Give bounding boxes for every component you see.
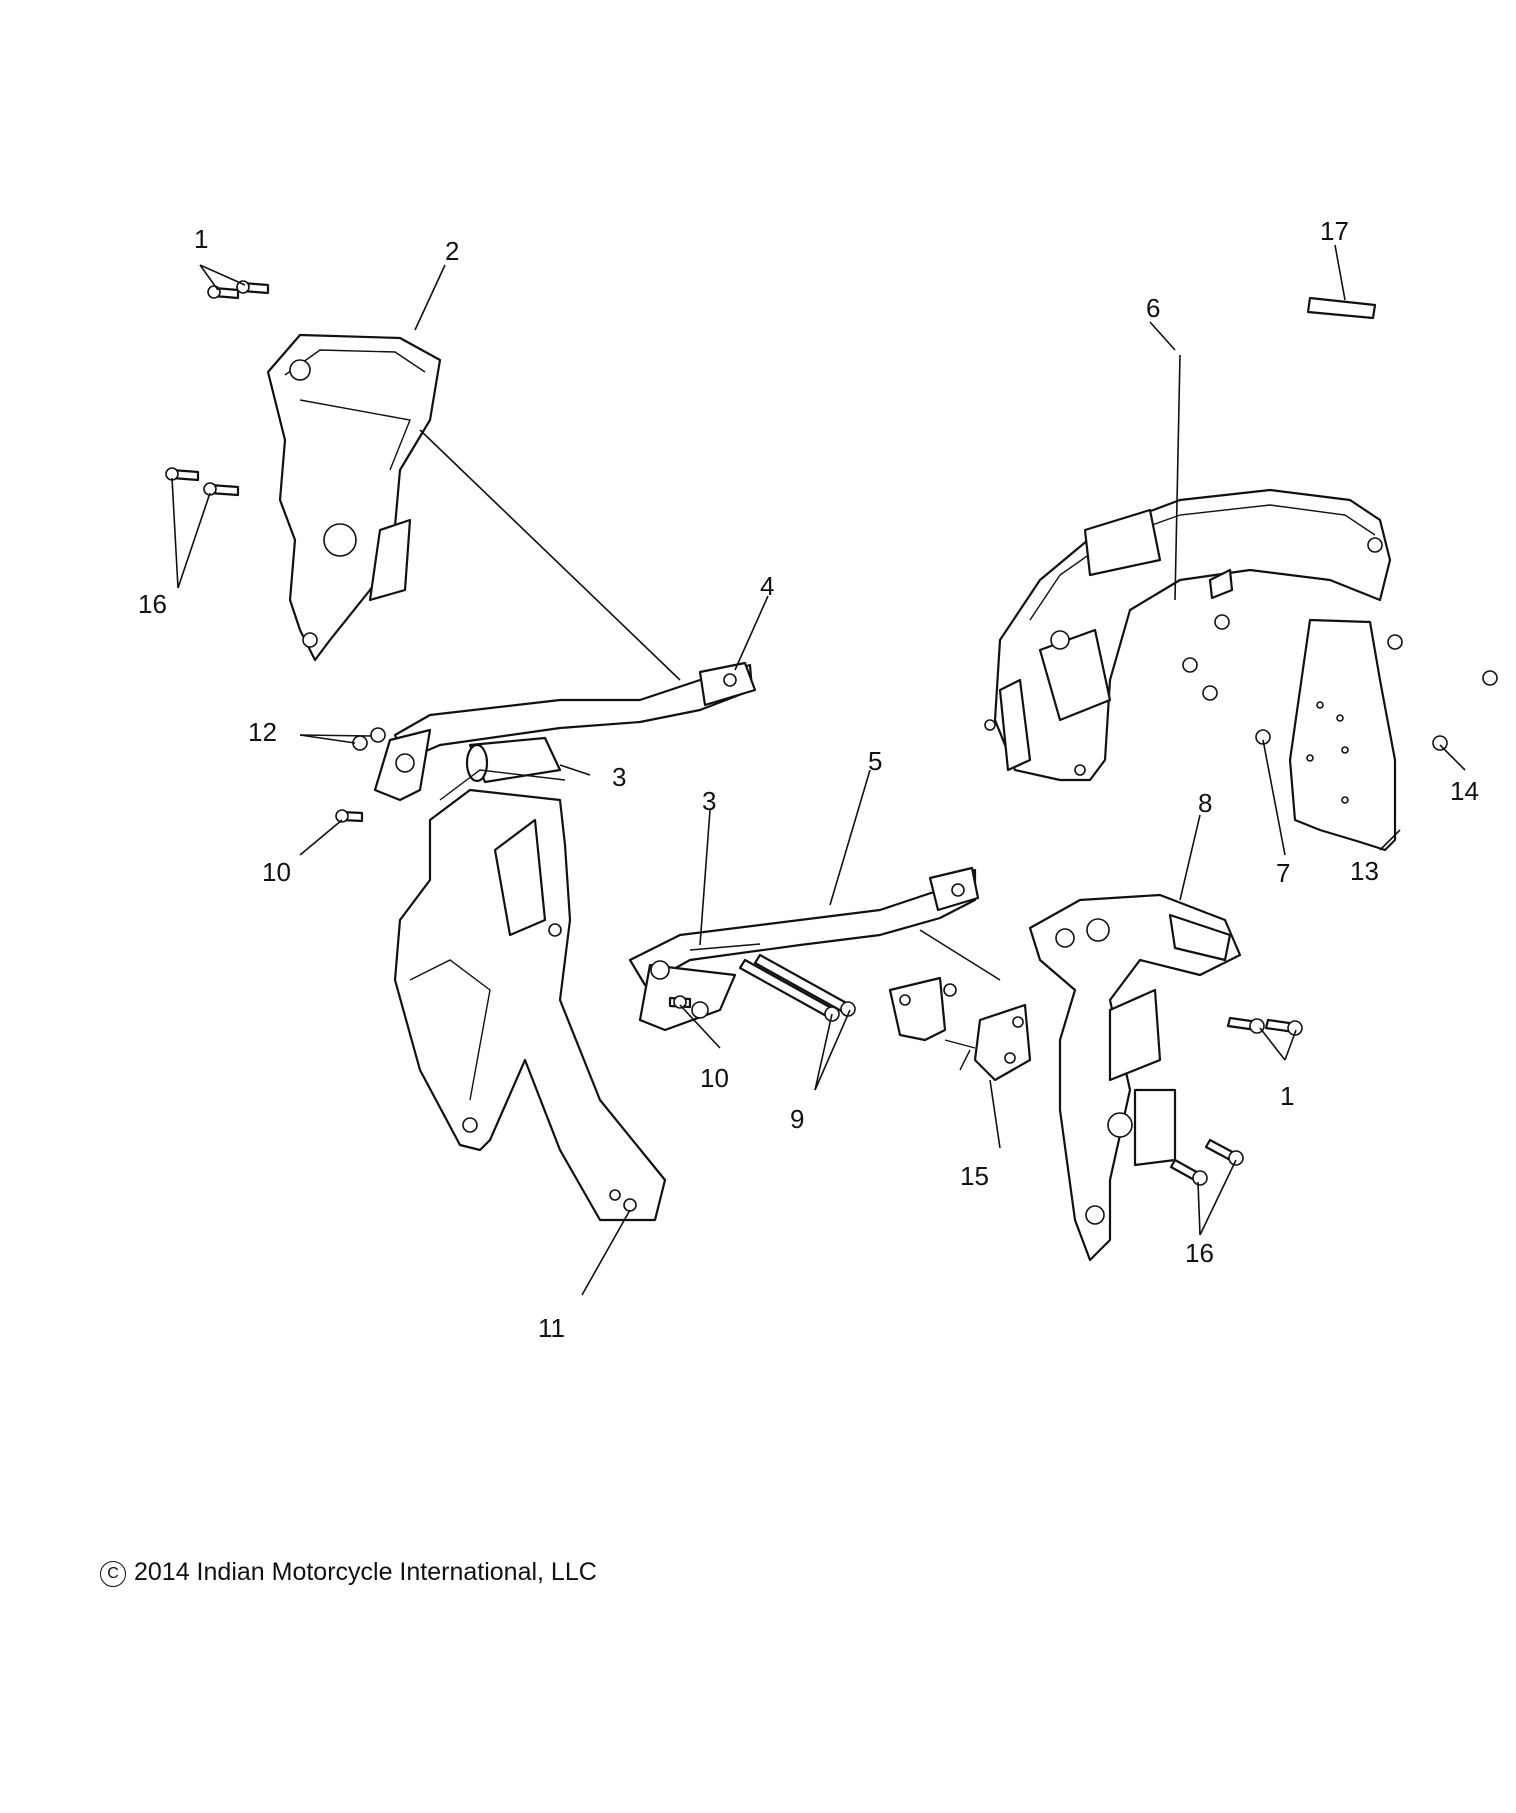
callout-5: 5 — [868, 746, 882, 776]
bolt-center-10 — [668, 995, 692, 1009]
rear-fender — [984, 488, 1392, 782]
lower-rail — [628, 866, 980, 1032]
small-pad — [1306, 296, 1377, 320]
callout-4: 4 — [760, 571, 774, 601]
copyright-symbol: C — [100, 1561, 126, 1587]
bolt-pair-top-left — [207, 280, 270, 300]
callout-labels: 1 2 16 4 12 3 10 5 3 6 17 8 7 14 13 1 10… — [138, 216, 1479, 1343]
callout-3-upper: 3 — [612, 762, 626, 792]
shield-bolts — [1387, 634, 1498, 751]
callout-8: 8 — [1198, 788, 1212, 818]
callout-2: 2 — [445, 236, 459, 266]
callout-1-top-left: 1 — [194, 224, 208, 254]
long-bolt-pair — [738, 953, 856, 1022]
left-upper-bracket — [266, 333, 442, 662]
callout-6: 6 — [1146, 293, 1160, 323]
callout-13: 13 — [1350, 856, 1379, 886]
callout-14: 14 — [1450, 776, 1479, 806]
sleeve-upper — [465, 736, 562, 784]
bolt-pair-right — [1226, 1016, 1303, 1036]
callout-10-center: 10 — [700, 1063, 729, 1093]
callout-15: 15 — [960, 1161, 989, 1191]
small-bracket — [888, 976, 1032, 1082]
callout-1-right: 1 — [1280, 1081, 1294, 1111]
callout-7: 7 — [1276, 858, 1290, 888]
callout-16-right: 16 — [1185, 1238, 1214, 1268]
shield-plate — [1288, 618, 1397, 852]
callout-17: 17 — [1320, 216, 1349, 246]
right-upright-bracket — [1028, 893, 1242, 1262]
bolt-left-10 — [335, 809, 364, 823]
callout-16-left: 16 — [138, 589, 167, 619]
callout-12: 12 — [248, 717, 277, 747]
nut-pair — [352, 727, 386, 751]
callout-10-left: 10 — [262, 857, 291, 887]
copyright-notice: C 2014 Indian Motorcycle International, L… — [100, 1558, 597, 1587]
fender-bolts — [1182, 614, 1271, 745]
upper-rail — [373, 661, 757, 802]
lower-frame — [393, 769, 667, 1222]
callout-3-lower: 3 — [702, 786, 716, 816]
bolt-pair-left — [165, 467, 240, 497]
callout-11: 11 — [538, 1313, 565, 1343]
leader-lines — [171, 244, 1466, 1296]
copyright-text: 2014 Indian Motorcycle International, LL… — [134, 1558, 597, 1586]
bolt-pair-right-16 — [1169, 1138, 1244, 1186]
callout-9: 9 — [790, 1104, 804, 1134]
